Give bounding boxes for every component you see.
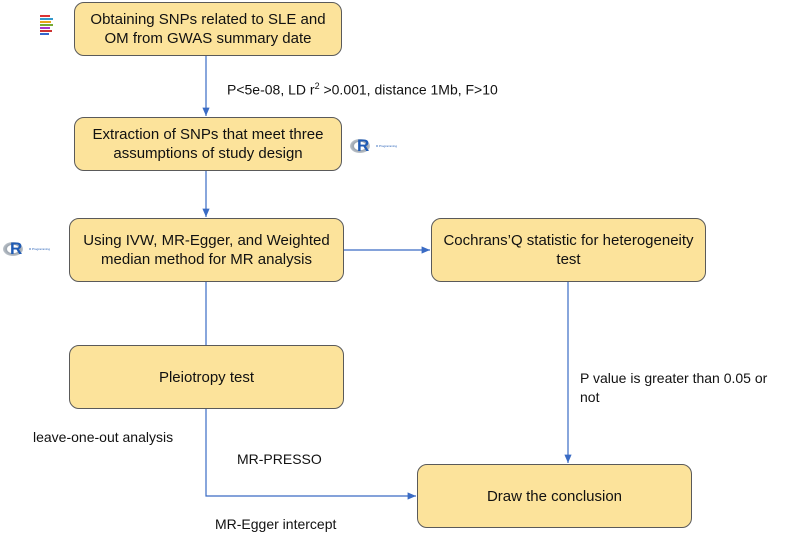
pvalue-label-line2: not (580, 389, 600, 405)
criteria-label: P<5e-08, LD r2 >0.001, distance 1Mb, F>1… (227, 81, 498, 98)
box-cochran-q: Cochrans’Q statistic for heterogeneity t… (431, 218, 706, 282)
dna-icon (40, 14, 54, 40)
mr-presso-label: MR-PRESSO (237, 451, 322, 467)
leave-one-out-label: leave-one-out analysis (33, 429, 174, 445)
pvalue-label-line1: P value is greater than 0.05 or (580, 370, 768, 386)
box-pleiotropy: Pleiotropy test (69, 345, 344, 409)
box-obtain-snps: Obtaining SNPs related to SLE and OM fro… (74, 2, 342, 56)
arrow-pleiotropy-conclusion (205, 408, 416, 500)
box-extract-snps: Extraction of SNPs that meet three assum… (74, 117, 342, 171)
box-conclusion: Draw the conclusion (417, 464, 692, 528)
mr-egger-intercept-label: MR-Egger intercept (215, 516, 337, 532)
box-mr-methods: Using IVW, MR-Egger, and Weighted median… (69, 218, 344, 282)
